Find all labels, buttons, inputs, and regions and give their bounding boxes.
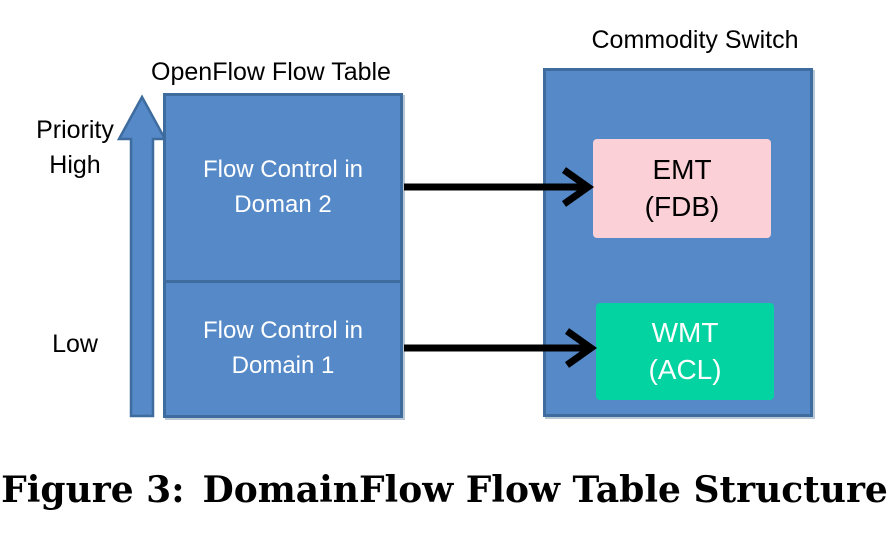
cell-domain2-line1: Flow Control in bbox=[202, 156, 364, 184]
emt-label-line1: EMT bbox=[652, 154, 712, 186]
priority-up-arrow-icon bbox=[116, 94, 168, 418]
priority-label-line1: Priority bbox=[36, 116, 114, 144]
flow-table-cell-domain2: Flow Control in Doman 2 bbox=[166, 96, 400, 283]
priority-high-label: Priority High bbox=[15, 113, 135, 183]
commodity-switch-title: Commodity Switch bbox=[591, 26, 799, 54]
commodity-switch-box: EMT (FDB) WMT (ACL) bbox=[543, 68, 813, 417]
cell-domain2-line2: Doman 2 bbox=[234, 191, 332, 218]
cell-domain1-line2: Domain 1 bbox=[231, 352, 335, 379]
openflow-flow-table: Flow Control in Doman 2 Flow Control in … bbox=[163, 93, 403, 418]
wmt-acl-box: WMT (ACL) bbox=[596, 303, 774, 400]
figure-caption: Figure 3: DomainFlow Flow Table Structur… bbox=[1, 469, 888, 511]
emt-label-line2: (FDB) bbox=[644, 190, 720, 222]
flow-table-cell-domain1: Flow Control in Domain 1 bbox=[166, 283, 400, 415]
wmt-label-line1: WMT bbox=[651, 317, 719, 349]
emt-fdb-box: EMT (FDB) bbox=[593, 139, 771, 238]
priority-label-line2: High bbox=[49, 151, 101, 179]
flow-table-title: OpenFlow Flow Table bbox=[151, 58, 391, 86]
up-arrow-shape bbox=[116, 94, 168, 418]
cell-domain1-line1: Flow Control in bbox=[202, 317, 364, 345]
wmt-label-line2: (ACL) bbox=[648, 353, 722, 385]
priority-low-label: Low bbox=[52, 330, 98, 358]
